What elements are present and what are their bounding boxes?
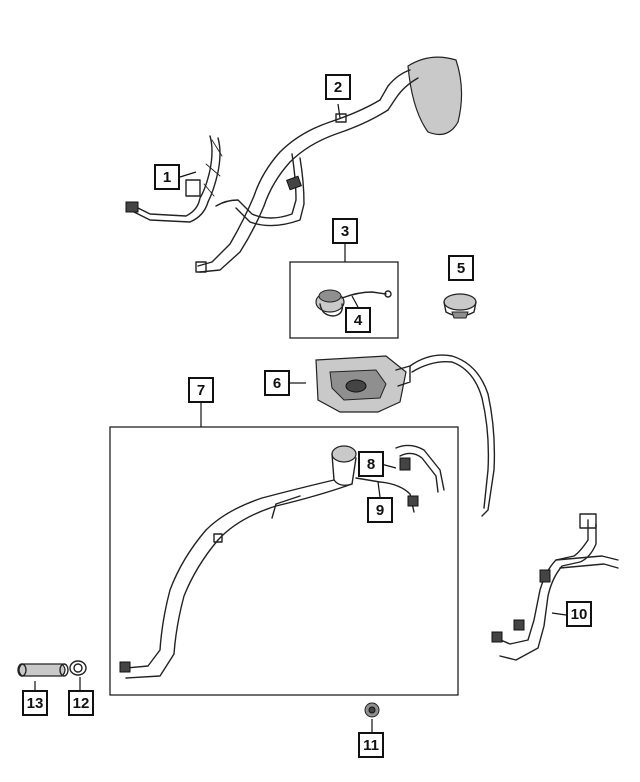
callout-1[interactable]: 1 <box>154 164 180 190</box>
vent-hose-illustration <box>125 135 223 223</box>
fuel-fill-housing-illustration <box>315 354 496 517</box>
leader-lines <box>34 103 567 732</box>
clamp-illustration <box>69 660 87 676</box>
callout-3[interactable]: 3 <box>332 218 358 244</box>
fuel-cap-tether-illustration <box>315 289 392 317</box>
callout-12[interactable]: 12 <box>68 690 94 716</box>
filler-tube-illustration <box>119 445 357 679</box>
callout-6[interactable]: 6 <box>264 370 290 396</box>
hose-sleeve-illustration <box>17 663 69 677</box>
callout-2[interactable]: 2 <box>325 74 351 100</box>
vapor-line-illustration <box>491 513 619 661</box>
callout-4[interactable]: 4 <box>345 307 371 333</box>
callout-7[interactable]: 7 <box>188 377 214 403</box>
group-frame-3 <box>289 261 399 339</box>
callout-13[interactable]: 13 <box>22 690 48 716</box>
vent-line-illustration <box>355 444 445 513</box>
callout-11[interactable]: 11 <box>358 732 384 758</box>
filler-tube-assembly-illustration <box>195 56 463 273</box>
callout-8[interactable]: 8 <box>358 451 384 477</box>
callout-5[interactable]: 5 <box>448 255 474 281</box>
fuel-cap-illustration <box>443 293 477 319</box>
callout-10[interactable]: 10 <box>566 601 592 627</box>
callout-9[interactable]: 9 <box>367 497 393 523</box>
grommet-illustration <box>364 702 380 718</box>
group-frame-7 <box>109 426 459 696</box>
